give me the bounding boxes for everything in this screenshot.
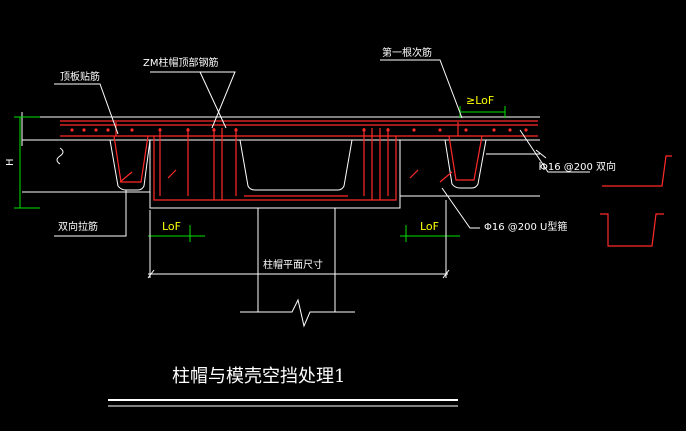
label-height: H [5,158,16,166]
label-cap-plan-size: 柱帽平面尺寸 [263,258,323,271]
label-lof-left: LoF [162,220,181,233]
label-lof-top: ≥LoF [466,94,494,107]
label-phi16-two-way: Φ16 @200 双向 [540,160,616,173]
label-first-secondary-bar: 第一根次筋 [382,46,432,59]
label-zm-cap-bar: ZM柱帽顶部钢筋 [143,56,218,69]
drawing-title: 柱帽与模壳空挡处理1 [172,366,345,387]
label-two-way-bar: 双向拉筋 [58,220,98,233]
rebar-dots [70,128,528,132]
label-phi16-u-hoop: Φ16 @200 U型箍 [484,220,567,233]
concrete-outline [21,112,547,328]
dimensions [14,106,506,279]
label-lof-right: LoF [420,220,439,233]
leaders [54,59,590,237]
label-top-bottom-bar: 顶板贴筋 [60,70,100,83]
